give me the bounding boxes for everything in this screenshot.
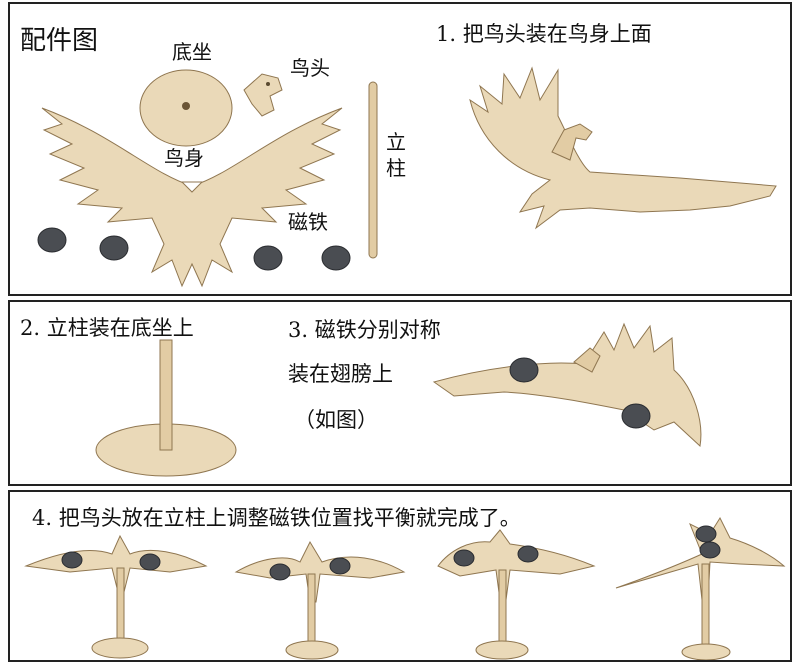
assembled-bird-illustration — [469, 66, 777, 230]
bird-head-illustration — [243, 73, 283, 117]
bird-with-magnets-illustration — [432, 322, 702, 447]
parts-title: 配件图 — [20, 26, 99, 56]
step1-text: 1. 把鸟头装在鸟身上面 — [436, 22, 652, 46]
balance-panel: 4. 把鸟头放在立柱上调整磁铁位置找平衡就完成了。 — [8, 490, 792, 662]
label-pillar-1: 立 — [386, 130, 406, 154]
magnet-icon — [99, 235, 129, 261]
bird-body-illustration — [41, 107, 343, 288]
step4-text: 4. 把鸟头放在立柱上调整磁铁位置找平衡就完成了。 — [32, 506, 521, 530]
label-body: 鸟身 — [164, 146, 204, 170]
balanced-bird-view-4 — [615, 516, 786, 660]
assembly-panel: 2. 立柱装在底坐上 3. 磁铁分别对称 装在翅膀上 （如图） — [8, 300, 792, 486]
pillar-on-base-illustration — [95, 339, 237, 477]
parts-panel: 配件图 底坐 鸟头 鸟身 立 柱 磁铁 1. 把鸟头装在鸟身上面 — [8, 2, 792, 296]
label-head: 鸟头 — [290, 56, 330, 80]
label-base: 底坐 — [172, 40, 212, 64]
magnet-icon — [37, 227, 67, 253]
magnet-icon — [253, 245, 283, 271]
step3-line2: 装在翅膀上 — [288, 362, 393, 386]
label-pillar-2: 柱 — [386, 156, 406, 180]
step2-text: 2. 立柱装在底坐上 — [20, 316, 194, 340]
balanced-bird-view-1 — [24, 534, 208, 659]
pillar-illustration — [368, 81, 378, 259]
base-disc-illustration — [139, 69, 233, 147]
magnet-icon — [321, 245, 351, 271]
balanced-bird-view-3 — [437, 529, 596, 660]
step3-line3: （如图） — [294, 408, 378, 432]
step3-line1: 3. 磁铁分别对称 — [288, 318, 441, 342]
balanced-bird-view-2 — [234, 540, 406, 660]
label-magnet: 磁铁 — [288, 210, 328, 234]
